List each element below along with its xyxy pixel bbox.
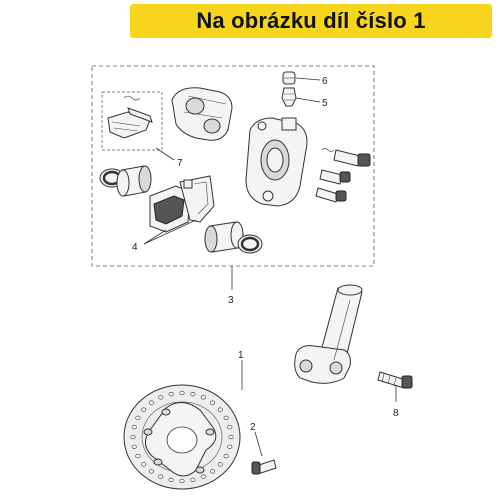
disc-drill-hole (223, 415, 229, 421)
disc-drill-hole (228, 434, 234, 440)
caliper-body-part (245, 117, 308, 207)
part-number-banner: Na obrázku díl číslo 1 (130, 4, 492, 38)
leader-line-4a (143, 229, 167, 245)
callout-label-7: 7 (177, 158, 183, 169)
disc-drill-hole (148, 469, 154, 474)
bleeder-cap-part (282, 71, 296, 85)
disc-drill-hole (158, 474, 164, 479)
disc-drill-hole (210, 400, 216, 405)
disc-drill-hole (130, 434, 136, 440)
pad-spring-part (107, 95, 153, 139)
caliper-bolts-part (315, 148, 371, 203)
piston-seal-left (99, 165, 152, 197)
fork-bolt-part (377, 371, 413, 389)
disc-drill-hole (217, 462, 223, 467)
callout-label-2: 2 (250, 422, 256, 433)
disc-drill-hole (190, 477, 196, 483)
callout-label-3: 3 (228, 295, 234, 306)
disc-drill-hole (141, 407, 147, 412)
disc-drill-hole (200, 474, 206, 479)
pad-kit-box (101, 91, 163, 151)
disc-drill-hole (135, 454, 141, 459)
disc-drill-hole (141, 462, 147, 467)
callout-label-5: 5 (322, 98, 328, 109)
leader-line-4b (143, 219, 197, 245)
brake-disc-part (123, 384, 241, 490)
callout-label-1: 1 (238, 350, 244, 361)
disc-drill-hole (200, 395, 206, 400)
disc-drill-hole (217, 407, 223, 412)
disc-drill-hole (168, 392, 174, 397)
piston-seal-right (204, 221, 263, 254)
disc-drill-hole (135, 415, 141, 421)
callout-label-6: 6 (322, 76, 328, 87)
fork-leg-part (294, 284, 363, 384)
leader-line-2 (254, 431, 263, 457)
caliper-assembly-box (91, 65, 375, 267)
brake-pads-part (149, 175, 215, 233)
bleeder-screw-part (281, 87, 297, 107)
callout-label-4: 4 (132, 242, 138, 253)
banner-text: Na obrázku díl číslo 1 (196, 8, 426, 33)
disc-drill-hole (227, 425, 233, 430)
disc-drill-hole (131, 425, 137, 430)
disc-drill-hole (179, 478, 185, 484)
disc-drill-hole (131, 444, 137, 449)
disc-drill-hole (210, 469, 216, 474)
disc-drill-hole (190, 392, 196, 397)
callout-label-8: 8 (393, 408, 399, 419)
disc-bolt-part (251, 459, 277, 475)
disc-drill-hole (148, 400, 154, 405)
disc-drill-hole (179, 390, 185, 396)
leader-line-7 (155, 147, 175, 161)
disc-drill-hole (227, 444, 233, 449)
disc-drill-hole (158, 395, 164, 400)
disc-drill-hole (168, 477, 174, 483)
caliper-bracket-part (171, 87, 233, 141)
leader-line-5 (295, 97, 321, 103)
disc-drill-hole (223, 454, 229, 459)
leader-line-6 (295, 77, 321, 81)
